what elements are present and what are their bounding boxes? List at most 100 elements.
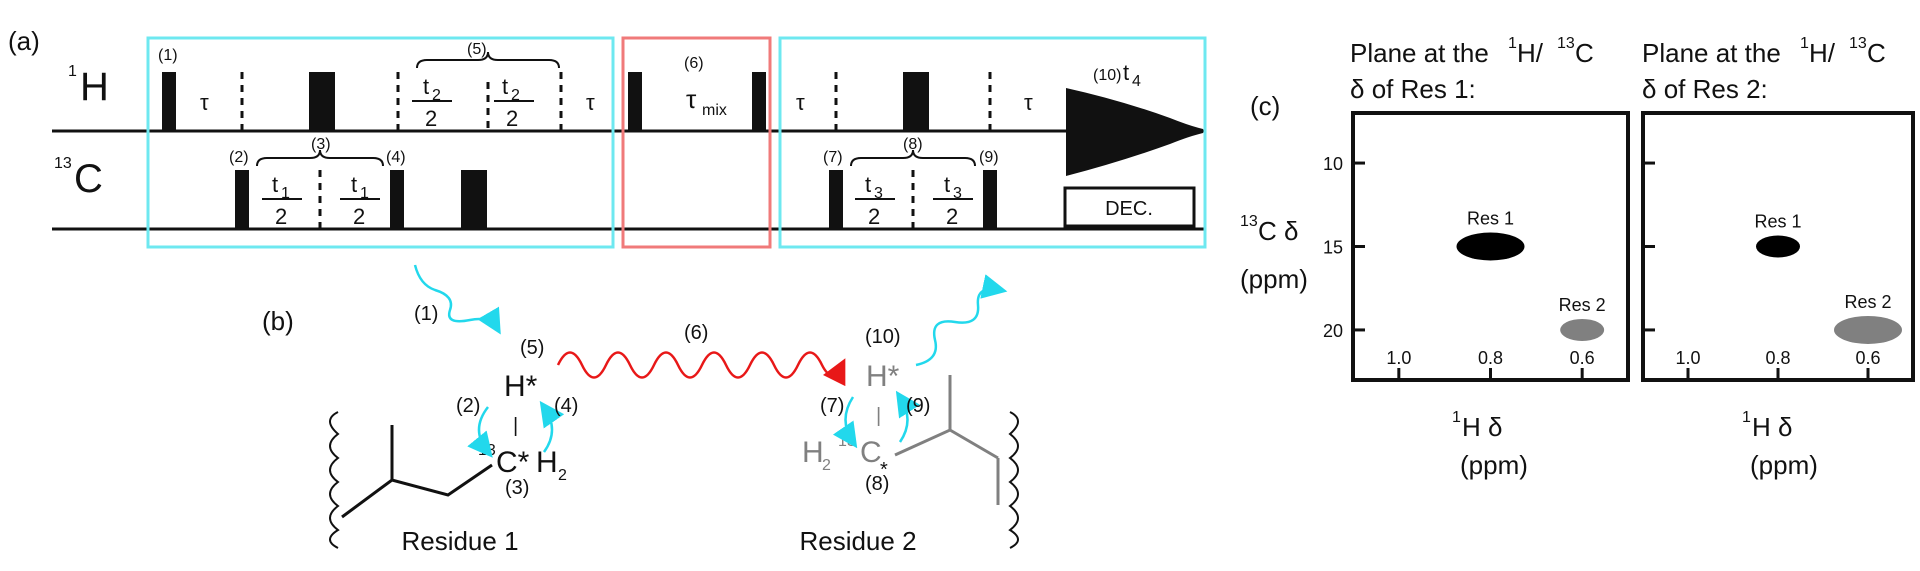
- peak-label: Res 2: [1559, 295, 1606, 315]
- mol-label-5: (5): [520, 337, 544, 359]
- channel-c-sup: 13: [54, 155, 72, 172]
- plane1-title-b: δ of Res 1:: [1350, 74, 1476, 104]
- t4: t: [1123, 60, 1129, 85]
- plane1-nuc-13c: C: [1575, 38, 1594, 68]
- plane2-nuc-1h: H/: [1809, 38, 1836, 68]
- step-9: (9): [979, 149, 999, 166]
- peak-label: Res 2: [1844, 292, 1891, 312]
- x-tick-label: 1.0: [1675, 348, 1700, 368]
- t2-a-den: 2: [425, 106, 437, 131]
- peak-label: Res 1: [1754, 212, 1801, 232]
- residue1-h2-sub: 2: [558, 467, 567, 484]
- brace-8: [850, 149, 976, 167]
- step-1: (1): [158, 47, 178, 64]
- box-mixing: [621, 36, 772, 249]
- h-pulse-180b: [903, 72, 929, 131]
- mixing-arrow: [556, 351, 846, 387]
- t2-a: t: [423, 74, 429, 99]
- mol-label-10: (10): [865, 326, 901, 348]
- residue2-bond: |: [876, 405, 881, 427]
- residue1-h-star: H*: [504, 370, 538, 403]
- mol-label-7: (7): [820, 395, 844, 417]
- plane2-title-b: δ of Res 2:: [1642, 74, 1768, 104]
- residue2-c-star-mark: *: [880, 459, 888, 481]
- x-axis-sup-1: 1: [1452, 409, 1461, 426]
- tau-1: τ: [200, 90, 209, 115]
- h-pulse-mix-end: [752, 72, 766, 131]
- mol-label-8: (8): [865, 473, 889, 495]
- x-axis-label-2: H δ: [1752, 412, 1792, 442]
- plane1-nuc-1h-sup: 1: [1508, 35, 1517, 52]
- mol-label-2: (2): [456, 395, 480, 417]
- x-tick-label: 0.6: [1570, 348, 1595, 368]
- tau-4: τ: [1024, 90, 1033, 115]
- residue1-chain-break: [329, 411, 340, 549]
- decoupling-label: DEC.: [1105, 198, 1153, 220]
- t1-a-den: 2: [275, 204, 287, 229]
- residue2-chain-break: [1008, 411, 1019, 549]
- residue2-c: C: [860, 436, 882, 469]
- mol-label-9: (9): [906, 395, 930, 417]
- y-tick-label: 20: [1323, 321, 1343, 341]
- step-4: (4): [386, 149, 406, 166]
- peak-res1: [1756, 235, 1800, 258]
- tau-mix-sub: mix: [702, 102, 727, 119]
- c-pulse-7: [829, 170, 843, 229]
- y-axis-sup: 13: [1240, 213, 1258, 230]
- residue2-h2: H: [802, 436, 824, 469]
- peak-label: Res 1: [1467, 209, 1514, 229]
- mol-label-3: (3): [505, 477, 529, 499]
- peak-res2: [1560, 318, 1605, 341]
- t3-b-sub: 3: [953, 185, 962, 202]
- residue2-name: Residue 2: [799, 526, 916, 556]
- y-tick-label: 10: [1323, 154, 1343, 174]
- decoupling-box: [1063, 186, 1196, 228]
- plane1-title-a: Plane at the: [1350, 38, 1489, 68]
- pulse-sequence: (a) 1 H 13 C: [8, 26, 1207, 249]
- x-tick-label: 0.8: [1765, 348, 1790, 368]
- residue1-backbone: [341, 463, 493, 519]
- x-tick-label: 1.0: [1386, 348, 1411, 368]
- plane2-nuc-1h-sup: 1: [1800, 35, 1809, 52]
- mol-label-6: (6): [684, 322, 708, 344]
- c-pulse-180: [461, 170, 487, 229]
- step-8: (8): [903, 136, 923, 153]
- residue2-h2-sub: 2: [822, 457, 831, 474]
- x-axis-label-1: H δ: [1462, 412, 1502, 442]
- transfer-arrow-out: [915, 274, 1008, 367]
- residue1-arrow-down: [467, 406, 493, 458]
- spectra-panel: (c) Plane at the 1 H/ 13 C δ of Res 1: P…: [1240, 35, 1915, 480]
- h-pulse-180a: [309, 72, 335, 131]
- c-pulse-4: [390, 170, 404, 229]
- residue2-backbone: [894, 428, 999, 460]
- peak-res2: [1834, 315, 1902, 344]
- channel-h-sup: 1: [68, 63, 77, 80]
- channel-h-label: H: [80, 65, 109, 109]
- h-pulse-1: [162, 72, 176, 131]
- t2-b-sub: 2: [511, 87, 520, 104]
- residue1-name: Residue 1: [401, 526, 518, 556]
- panel-label-c: (c): [1250, 91, 1280, 121]
- x-axis-unit-1: (ppm): [1460, 450, 1528, 480]
- t3-b-den: 2: [946, 204, 958, 229]
- residue1-bond: |: [513, 415, 518, 437]
- step-2: (2): [229, 149, 249, 166]
- plane2-title-a: Plane at the: [1642, 38, 1781, 68]
- residue1-h2: H: [536, 446, 558, 479]
- y-tick-label: 15: [1323, 238, 1343, 258]
- t1-a-sub: 1: [281, 185, 290, 202]
- x-tick-label: 0.8: [1478, 348, 1503, 368]
- transfer-diagram: (b) (1) (5) (6) (10) H* | 13 C* H 2 (2) …: [262, 264, 1019, 556]
- plane1-nuc-1h: H/: [1517, 38, 1544, 68]
- h-pulse-mix-start: [628, 72, 642, 131]
- brace-5: [416, 51, 560, 69]
- step-10: (10): [1093, 67, 1121, 84]
- panel-label-a: (a): [8, 26, 40, 56]
- t1-b-sub: 1: [360, 185, 369, 202]
- plane2-nuc-13c: C: [1867, 38, 1886, 68]
- mol-label-4: (4): [554, 395, 578, 417]
- y-axis-unit: (ppm): [1240, 264, 1308, 294]
- x-axis-unit-2: (ppm): [1750, 450, 1818, 480]
- tau-mix: τ: [686, 84, 697, 114]
